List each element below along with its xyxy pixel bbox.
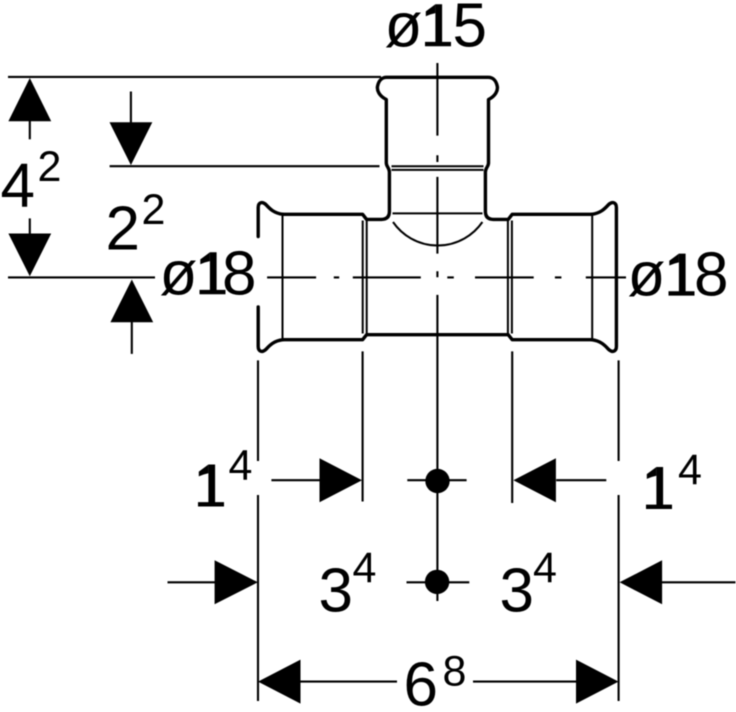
svg-text:ø: ø	[160, 239, 198, 308]
svg-text:2: 2	[142, 186, 166, 234]
svg-text:2: 2	[38, 143, 62, 191]
svg-text:ø: ø	[628, 241, 666, 310]
svg-text:8: 8	[694, 241, 728, 310]
svg-text:4: 4	[533, 544, 557, 592]
svg-text:4: 4	[353, 544, 377, 592]
svg-text:5: 5	[453, 0, 487, 60]
svg-text:8: 8	[443, 648, 467, 696]
svg-text:4: 4	[229, 442, 253, 490]
svg-text:4: 4	[1, 152, 35, 221]
svg-text:8: 8	[222, 239, 256, 308]
svg-text:3: 3	[319, 557, 353, 626]
svg-text:4: 4	[678, 446, 702, 494]
svg-text:2: 2	[106, 195, 140, 264]
svg-text:3: 3	[500, 557, 534, 626]
svg-text:6: 6	[404, 651, 438, 712]
svg-text:ø: ø	[385, 0, 423, 60]
